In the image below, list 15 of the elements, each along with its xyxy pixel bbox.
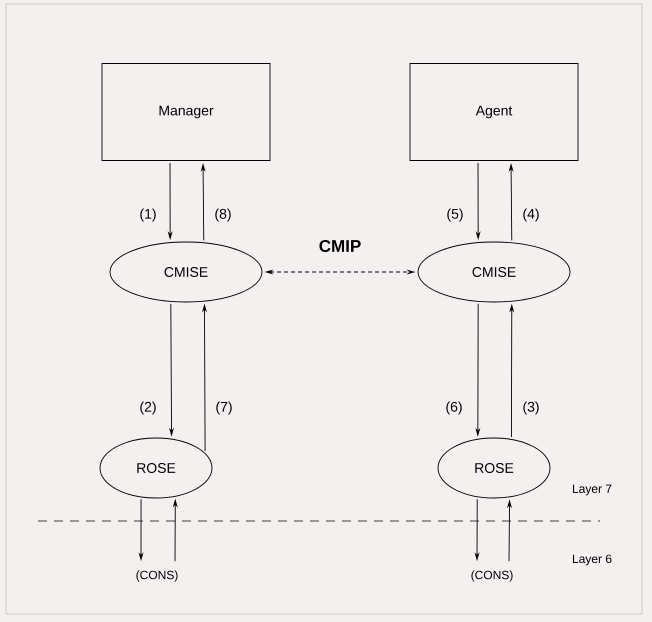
edge-label: (3) (523, 401, 539, 415)
edge-label: (8) (215, 208, 231, 222)
edge-label: (5) (447, 208, 463, 222)
edge-label: (6) (446, 401, 462, 415)
layer-label: Layer 7 (572, 484, 612, 496)
edge-label: (7) (216, 401, 232, 415)
process-box: Agent (410, 63, 578, 161)
process-box: Manager (102, 63, 270, 161)
edge-label: (4) (523, 208, 539, 222)
interface-label: (CONS) (471, 570, 513, 582)
edge-label: CMIP (319, 240, 361, 252)
layer-label: Layer 6 (572, 554, 612, 566)
edge-label: (1) (140, 208, 156, 222)
interface-label: (CONS) (136, 570, 178, 582)
edge-label: (2) (140, 401, 156, 415)
